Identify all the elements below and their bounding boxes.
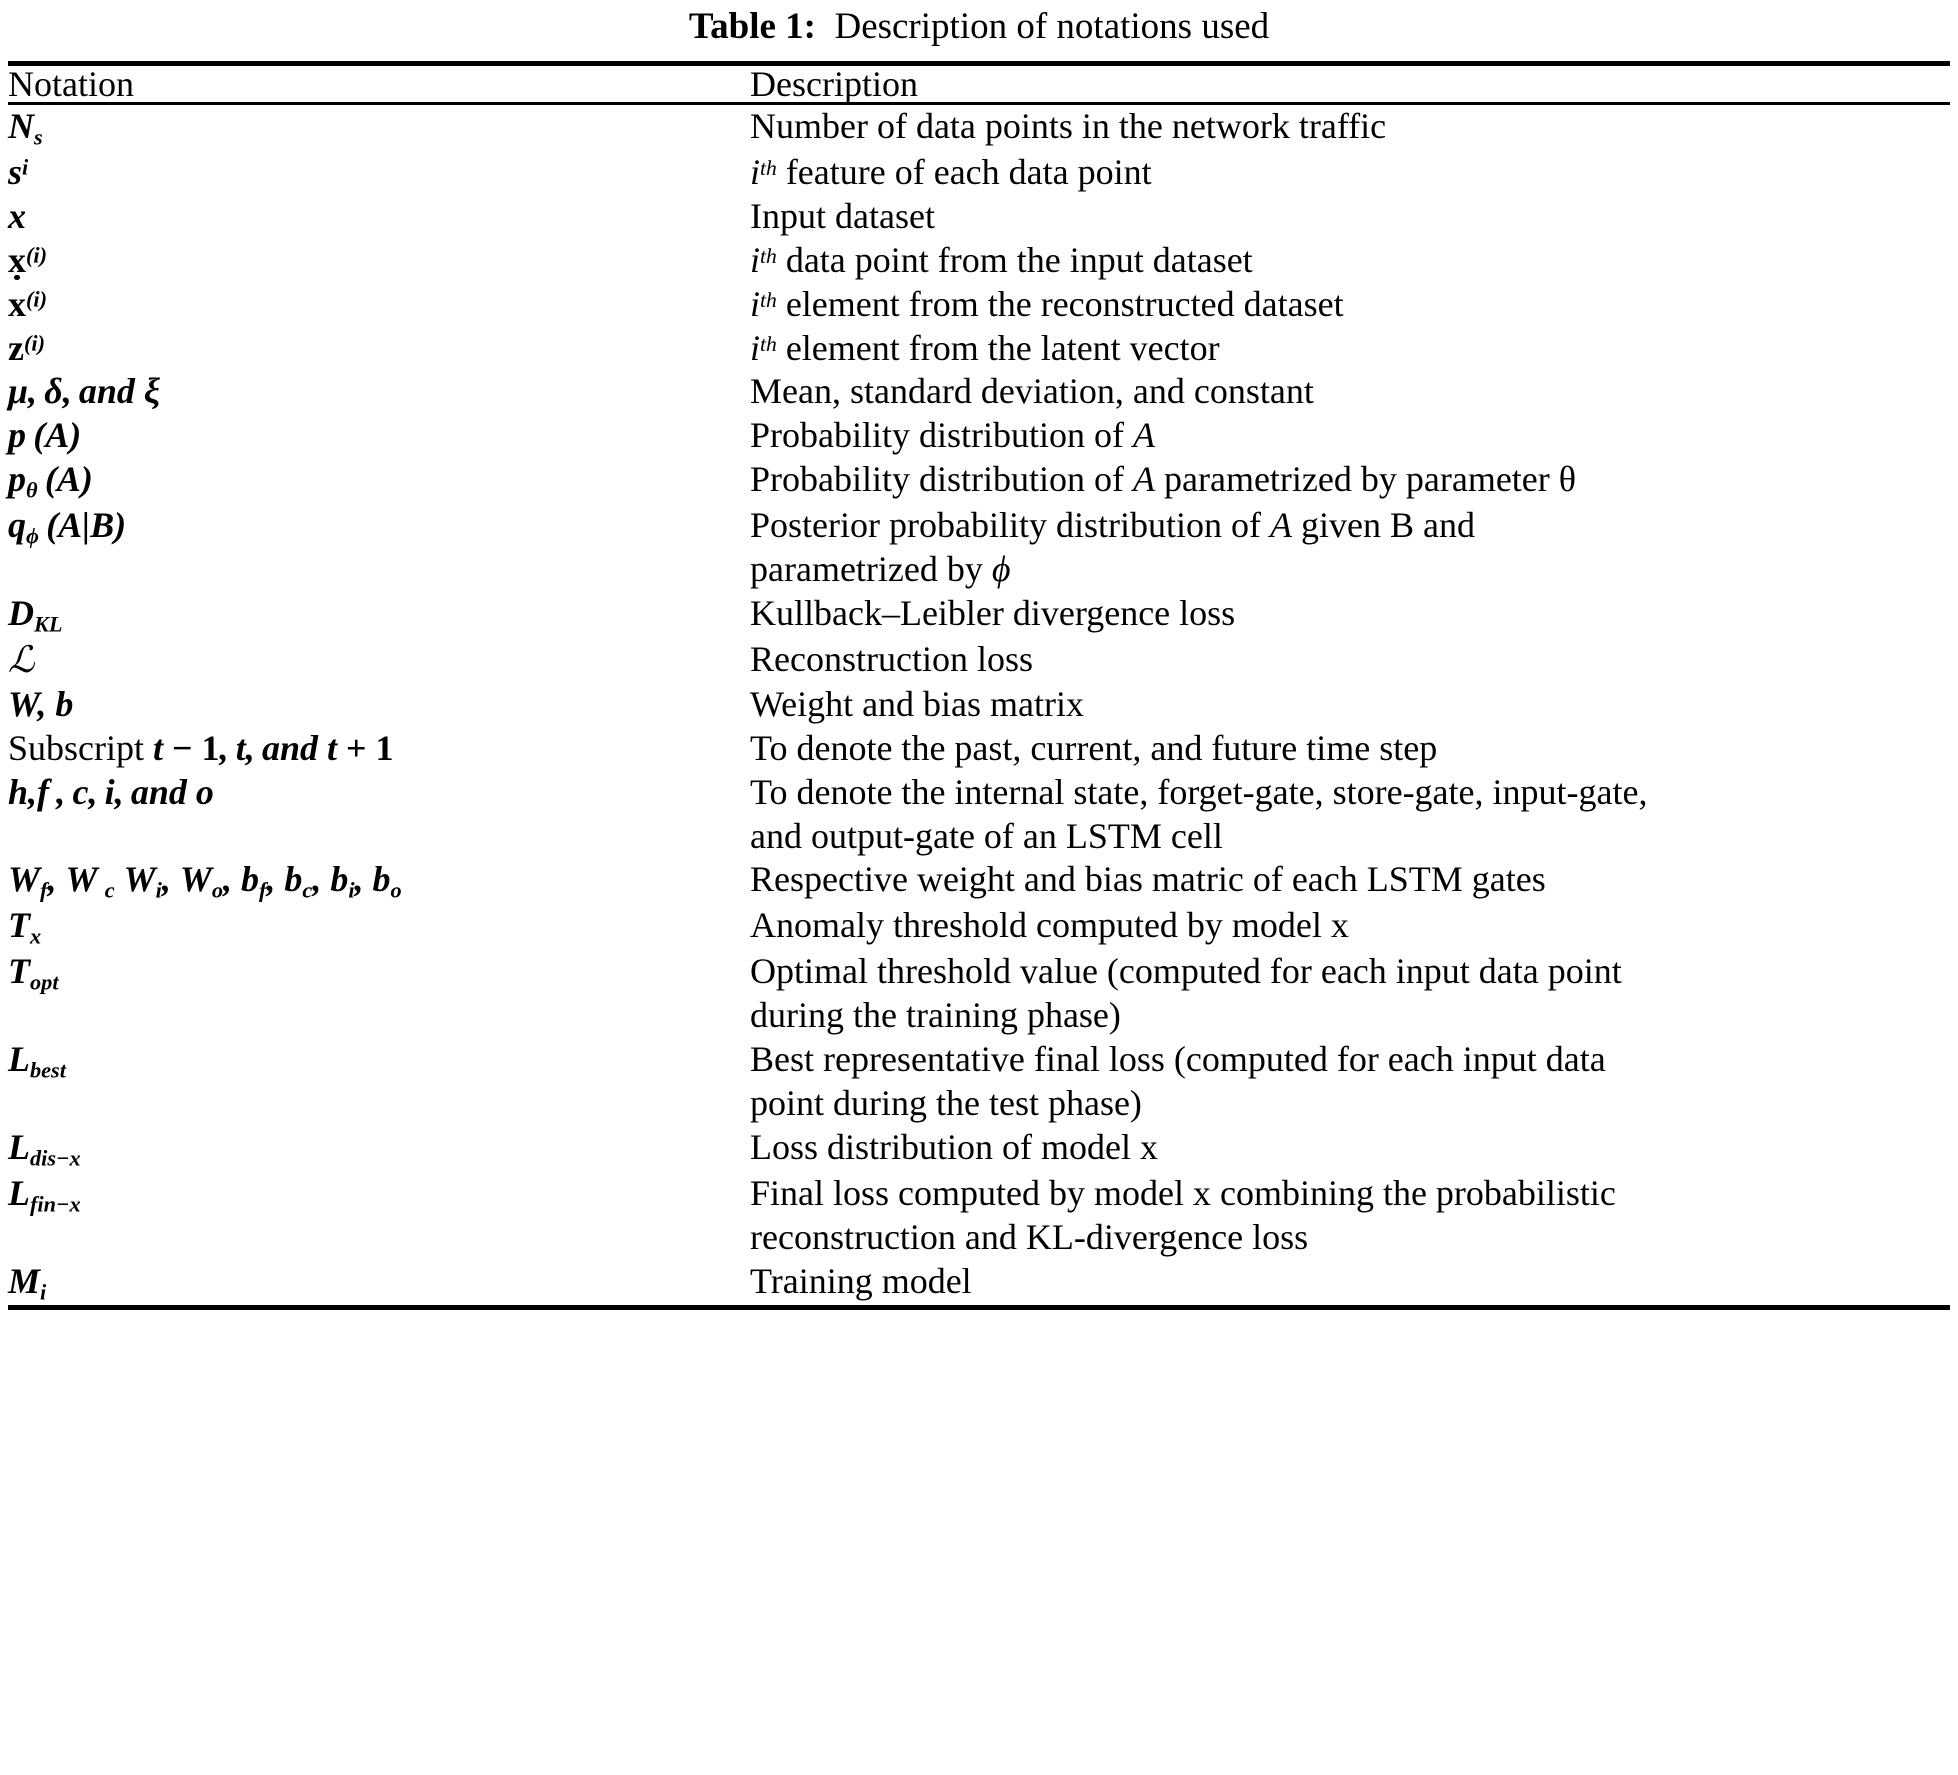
notation-cell: Subscript t − 1, t, and t + 1	[8, 727, 394, 768]
description-cell: Probability distribution of A parametriz…	[750, 459, 1577, 500]
description-cell: Loss distribution of model x	[750, 1126, 1158, 1167]
description-cell: Reconstruction loss	[750, 638, 1033, 679]
caption-label: Table 1:	[688, 6, 816, 47]
notation-cell: DKL	[8, 592, 63, 637]
notation-cell: p (A)	[8, 415, 82, 456]
notation-cell: ℒ	[8, 638, 35, 680]
table-row: W, b Weight and bias matrix	[8, 683, 1950, 727]
notation-cell: h,f , c, i, and o	[8, 771, 214, 812]
notation-cell: x(i)	[8, 274, 750, 327]
notations-table: Notation Description	[8, 66, 1950, 102]
table-row: Subscript t − 1, t, and t + 1 To denote …	[8, 727, 1950, 771]
caption-text: Description of notations used	[834, 6, 1270, 47]
notation-cell: si	[8, 151, 29, 192]
notation-cell: μ, δ, and ξ	[8, 371, 161, 412]
table-body: Ns Number of data points in the network …	[8, 105, 1950, 1305]
table-row: ℒ Reconstruction loss	[8, 638, 1950, 683]
notation-cell: Tx	[8, 905, 42, 949]
notation-cell: Ns	[8, 106, 43, 150]
table-row: p (A) Probability distribution of A	[8, 414, 1950, 458]
description-cell: Weight and bias matrix	[750, 683, 1085, 724]
description-cell: Respective weight and bias matric of eac…	[750, 859, 1546, 900]
column-header-description: Description	[750, 64, 918, 104]
table-row: Lfin−x Final loss computed by model x co…	[8, 1172, 1950, 1260]
table-row: Ns Number of data points in the network …	[8, 105, 1950, 151]
description-cell: Best representative final loss (computed…	[750, 1039, 1606, 1123]
description-cell: Training model	[750, 1260, 972, 1301]
table-row: Wf, W c Wi, Wo, bf, bc, bi, bo Respectiv…	[8, 858, 1950, 904]
table-head: Notation Description	[8, 66, 1950, 102]
notation-cell: Wf, W c Wi, Wo, bf, bc, bi, bo	[8, 859, 402, 904]
table-row: h,f , c, i, and o To denote the internal…	[8, 771, 1950, 859]
table-rule-header	[8, 102, 1950, 105]
notation-cell: x(i)	[8, 239, 48, 280]
notation-cell: Ldis−x	[8, 1126, 81, 1171]
table-row: x(i) ith data point from the input datas…	[8, 239, 1950, 283]
table-rule-bottom	[8, 1305, 1950, 1311]
description-cell: Posterior probability distribution of A …	[750, 505, 1475, 590]
description-cell: Input dataset	[750, 195, 935, 236]
notation-cell: Mi	[8, 1260, 47, 1305]
notation-cell: Lbest	[8, 1039, 66, 1083]
description-cell: To denote the past, current, and future …	[750, 727, 1438, 768]
description-cell: ith element from the latent vector	[750, 327, 1220, 368]
description-cell: Optimal threshold value (computed for ea…	[750, 951, 1622, 1036]
table-row: x Input dataset	[8, 195, 1950, 239]
table-row: Ldis−x Loss distribution of model x	[8, 1126, 1950, 1172]
table-row: Topt Optimal threshold value (computed f…	[8, 950, 1950, 1038]
notation-cell: W, b	[8, 683, 74, 724]
description-cell: ith data point from the input dataset	[750, 239, 1253, 280]
description-cell: Kullback–Leibler divergence loss	[750, 592, 1236, 633]
notation-cell: Lfin−x	[8, 1172, 81, 1217]
table-row: Lbest Best representative final loss (co…	[8, 1038, 1950, 1126]
table-row: z(i) ith element from the latent vector	[8, 327, 1950, 371]
description-cell: To denote the internal state, forget-gat…	[750, 771, 1648, 856]
description-cell: Final loss computed by model x combining…	[750, 1172, 1616, 1257]
table-row: Tx Anomaly threshold computed by model x	[8, 904, 1950, 950]
table-row: Mi Training model	[8, 1260, 1950, 1306]
notation-cell: z(i)	[8, 327, 46, 368]
notation-cell: qϕ (A|B)	[8, 505, 127, 549]
notation-cell: pθ (A)	[8, 459, 93, 503]
column-header-notation: Notation	[8, 64, 134, 104]
description-cell: Mean, standard deviation, and constant	[750, 371, 1314, 412]
notation-cell: x	[8, 195, 26, 236]
table-row: qϕ (A|B) Posterior probability distribut…	[8, 504, 1950, 592]
table-rule-top	[8, 61, 1950, 66]
table-row: μ, δ, and ξ Mean, standard deviation, an…	[8, 370, 1950, 414]
description-cell: ith feature of each data point	[750, 151, 1152, 192]
table-row: x(i) ith element from the reconstructed …	[8, 274, 1950, 327]
description-cell: Anomaly threshold computed by model x	[750, 905, 1349, 946]
header-row: Notation Description	[8, 66, 1950, 102]
description-cell: Number of data points in the network tra…	[750, 106, 1387, 146]
notations-table-body: Ns Number of data points in the network …	[8, 105, 1950, 1305]
description-cell: ith element from the reconstructed datas…	[750, 283, 1344, 324]
table-row: DKL Kullback–Leibler divergence loss	[8, 592, 1950, 638]
table-container: Table 1: Description of notations used N…	[8, 0, 1950, 1311]
notation-cell: Topt	[8, 951, 59, 995]
description-cell: Probability distribution of A	[750, 415, 1155, 456]
table-row: si ith feature of each data point	[8, 151, 1950, 195]
table-row: pθ (A) Probability distribution of A par…	[8, 458, 1950, 504]
table-caption: Table 1: Description of notations used	[8, 0, 1950, 61]
